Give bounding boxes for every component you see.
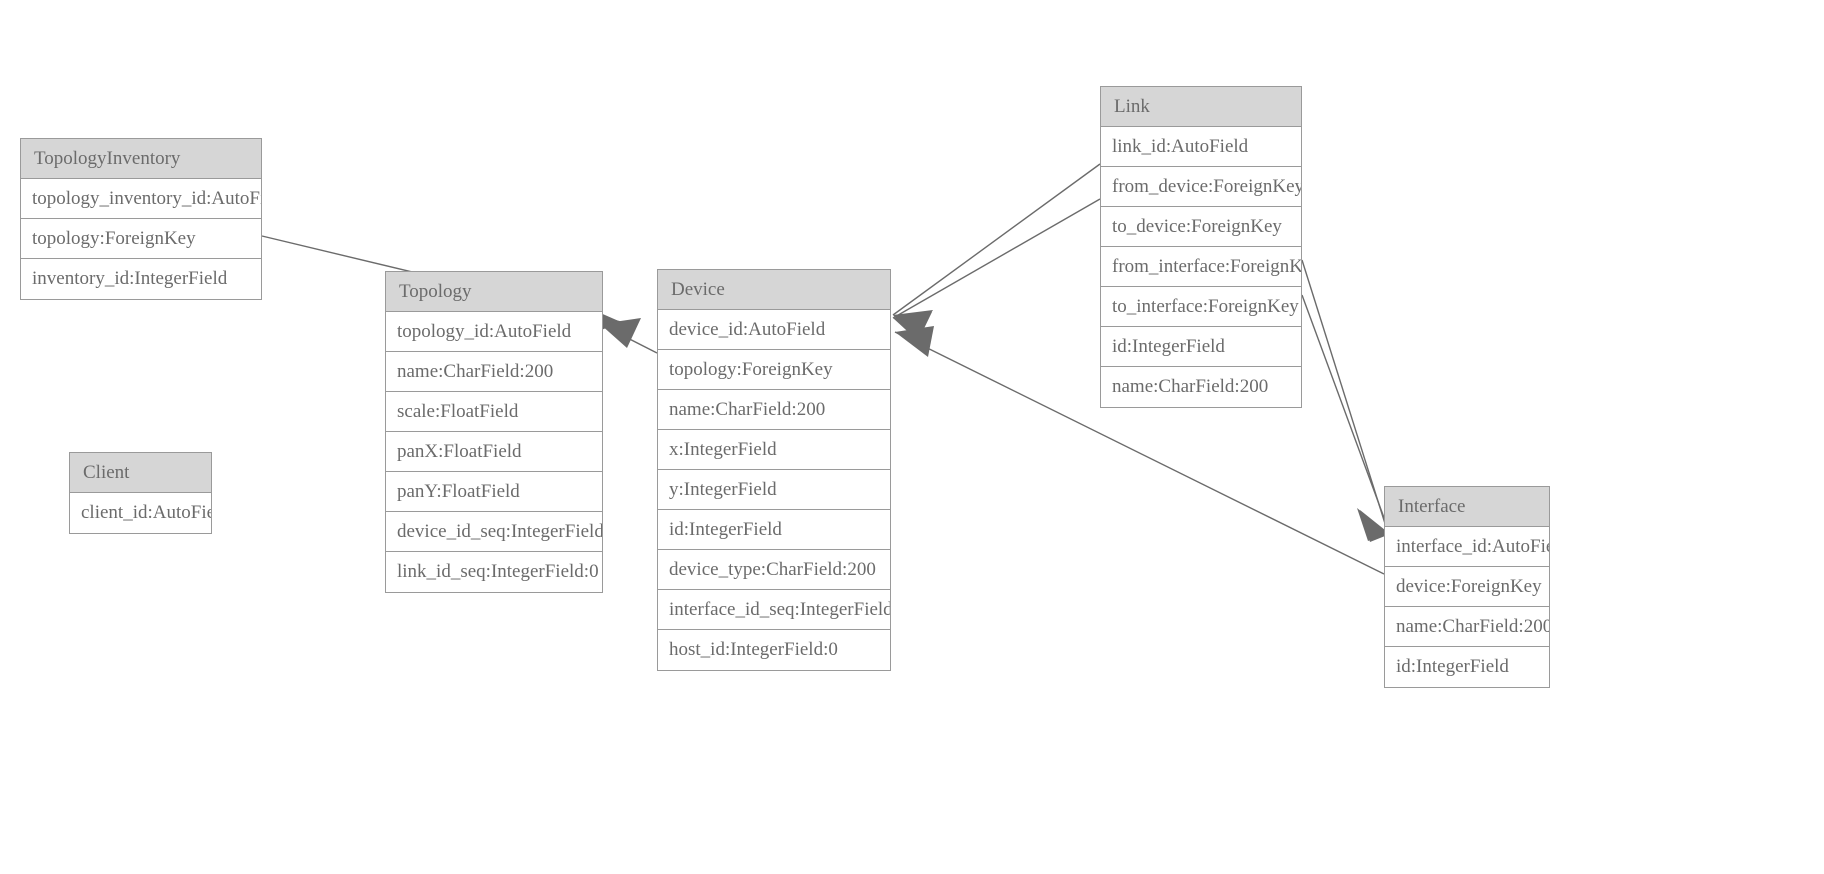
entity-field: id:IntegerField: [658, 510, 890, 550]
entity-title-device: Device: [658, 270, 890, 310]
entity-field: interface_id:AutoField: [1385, 527, 1549, 567]
entity-field: scale:FloatField: [386, 392, 602, 432]
entity-field: name:CharField:200: [386, 352, 602, 392]
entity-field: device_id_seq:IntegerField:0: [386, 512, 602, 552]
entity-field: host_id:IntegerField:0: [658, 630, 890, 670]
entity-field: to_interface:ForeignKey: [1101, 287, 1301, 327]
entity-field: link_id_seq:IntegerField:0: [386, 552, 602, 592]
entity-field: device:ForeignKey: [1385, 567, 1549, 607]
entity-field: name:CharField:200: [1385, 607, 1549, 647]
entity-field: interface_id_seq:IntegerField:0: [658, 590, 890, 630]
entity-field: inventory_id:IntegerField: [21, 259, 261, 299]
entity-field: panY:FloatField: [386, 472, 602, 512]
entity-title-topology_inventory: TopologyInventory: [21, 139, 261, 179]
entity-field: client_id:AutoField: [70, 493, 211, 533]
entity-field: from_interface:ForeignKey: [1101, 247, 1301, 287]
entity-title-link: Link: [1101, 87, 1301, 127]
relationship-edge-link-from-device: [892, 163, 1101, 316]
entity-field: from_device:ForeignKey: [1101, 167, 1301, 207]
entity-field: topology:ForeignKey: [21, 219, 261, 259]
entity-field: x:IntegerField: [658, 430, 890, 470]
entity-title-client: Client: [70, 453, 211, 493]
entity-title-topology: Topology: [386, 272, 602, 312]
entity-field: topology:ForeignKey: [658, 350, 890, 390]
entity-field: topology_inventory_id:AutoField: [21, 179, 261, 219]
entity-field: panX:FloatField: [386, 432, 602, 472]
entity-field: device_type:CharField:200: [658, 550, 890, 590]
relationship-edge-link-from-interface: [1301, 259, 1389, 534]
relationship-edge-link-to-device: [892, 198, 1101, 319]
arrowhead-link-to-device: [893, 312, 932, 341]
entity-field: id:IntegerField: [1385, 647, 1549, 687]
arrowhead-device-topology: [600, 318, 641, 348]
entity-title-interface: Interface: [1385, 487, 1549, 527]
arrowhead-link-from-device: [893, 310, 933, 338]
relationship-edge-link-to-interface: [1301, 294, 1391, 535]
arrowhead-interface-device: [895, 326, 934, 357]
entity-field: id:IntegerField: [1101, 327, 1301, 367]
relationship-edge-device-topology: [599, 323, 658, 354]
entity-field: link_id:AutoField: [1101, 127, 1301, 167]
entity-field: y:IntegerField: [658, 470, 890, 510]
entity-field: name:CharField:200: [1101, 367, 1301, 407]
entity-field: to_device:ForeignKey: [1101, 207, 1301, 247]
entity-field: topology_id:AutoField: [386, 312, 602, 352]
entity-field: device_id:AutoField: [658, 310, 890, 350]
entity-field: name:CharField:200: [658, 390, 890, 430]
entity-interface[interactable]: Interfaceinterface_id:AutoFielddevice:Fo…: [1384, 486, 1550, 688]
